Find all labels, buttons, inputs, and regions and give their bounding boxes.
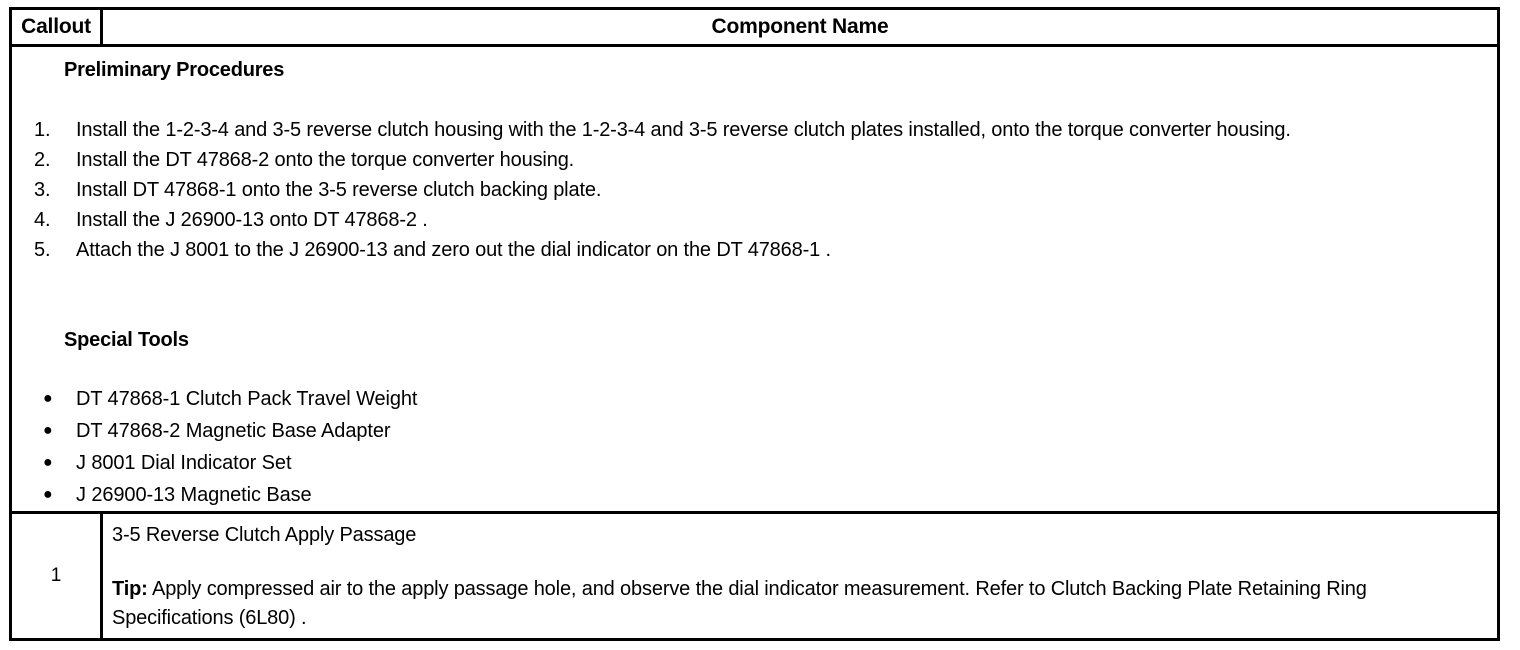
preliminary-procedures-heading: Preliminary Procedures bbox=[64, 59, 285, 81]
list-item: 1. Install the 1-2-3-4 and 3-5 reverse c… bbox=[26, 116, 1476, 145]
callout-tip: Tip: Apply compressed air to the apply p… bbox=[112, 575, 1487, 633]
list-item: ● DT 47868-1 Clutch Pack Travel Weight bbox=[26, 383, 826, 415]
table-header-row: Callout Component Name bbox=[12, 10, 1497, 47]
step-text: Install DT 47868-1 onto the 3-5 reverse … bbox=[76, 179, 602, 201]
list-item: 3. Install DT 47868-1 onto the 3-5 rever… bbox=[26, 176, 1476, 205]
header-component-name-label: Component Name bbox=[711, 15, 889, 38]
special-tools-list: ● DT 47868-1 Clutch Pack Travel Weight ●… bbox=[26, 383, 826, 511]
list-item: 2. Install the DT 47868-2 onto the torqu… bbox=[26, 146, 1476, 175]
list-item: ● J 26900-13 Magnetic Base bbox=[26, 479, 826, 511]
step-text: Install the DT 47868-2 onto the torque c… bbox=[76, 149, 575, 171]
list-item: 4. Install the J 26900-13 onto DT 47868-… bbox=[26, 206, 1476, 235]
callout-number: 1 bbox=[50, 565, 62, 586]
bullet-icon: ● bbox=[43, 454, 53, 471]
callout-title: 3-5 Reverse Clutch Apply Passage bbox=[112, 524, 417, 546]
step-number: 4. bbox=[34, 209, 51, 231]
step-text: Install the 1-2-3-4 and 3-5 reverse clut… bbox=[76, 119, 1291, 141]
bullet-icon: ● bbox=[43, 390, 53, 407]
step-number: 3. bbox=[34, 179, 51, 201]
preliminary-procedures-row: Preliminary Procedures 1. Install the 1-… bbox=[12, 47, 1497, 514]
header-callout-label: Callout bbox=[21, 15, 91, 38]
component-callout-table: Callout Component Name Preliminary Proce… bbox=[9, 7, 1500, 641]
callout-number-cell: 1 bbox=[12, 514, 103, 638]
callout-body-cell: 3-5 Reverse Clutch Apply Passage Tip: Ap… bbox=[103, 514, 1497, 638]
step-number: 5. bbox=[34, 239, 51, 261]
list-item: ● J 8001 Dial Indicator Set bbox=[26, 447, 826, 479]
list-item: 5. Attach the J 8001 to the J 26900-13 a… bbox=[26, 236, 1476, 265]
bullet-icon: ● bbox=[43, 486, 53, 503]
header-cell-callout: Callout bbox=[12, 10, 103, 44]
tool-text: J 26900-13 Magnetic Base bbox=[76, 484, 312, 506]
bullet-icon: ● bbox=[43, 422, 53, 439]
step-text: Attach the J 8001 to the J 26900-13 and … bbox=[76, 239, 831, 261]
step-number: 1. bbox=[34, 119, 51, 141]
header-cell-component-name: Component Name bbox=[103, 10, 1497, 44]
special-tools-heading: Special Tools bbox=[64, 329, 189, 351]
preliminary-steps-list: 1. Install the 1-2-3-4 and 3-5 reverse c… bbox=[26, 116, 1476, 266]
tip-label: Tip: bbox=[112, 578, 148, 600]
table-row: 1 3-5 Reverse Clutch Apply Passage Tip: … bbox=[12, 514, 1497, 638]
list-item: ● DT 47868-2 Magnetic Base Adapter bbox=[26, 415, 826, 447]
tool-text: DT 47868-1 Clutch Pack Travel Weight bbox=[76, 388, 418, 410]
tip-text: Apply compressed air to the apply passag… bbox=[112, 578, 1367, 629]
step-text: Install the J 26900-13 onto DT 47868-2 . bbox=[76, 209, 428, 231]
tool-text: DT 47868-2 Magnetic Base Adapter bbox=[76, 420, 391, 442]
step-number: 2. bbox=[34, 149, 51, 171]
tool-text: J 8001 Dial Indicator Set bbox=[76, 452, 292, 474]
